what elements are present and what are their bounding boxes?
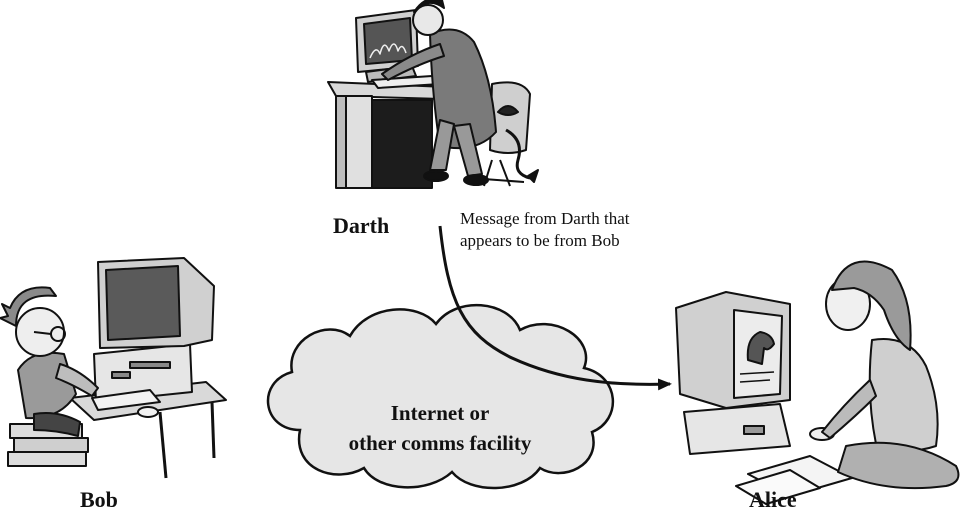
darth-chair — [489, 81, 531, 154]
alice-computer-base — [683, 403, 791, 455]
alice-body — [868, 338, 939, 452]
network-cloud — [266, 303, 615, 490]
alice-illustration — [675, 260, 960, 505]
bob-body — [17, 351, 77, 420]
darth-desk-front — [335, 95, 347, 189]
darth-label: Darth — [333, 213, 390, 238]
bob-keyboard — [91, 389, 161, 411]
darth-tail — [505, 128, 531, 180]
horse-icon — [746, 331, 775, 365]
network-label-line-2: other comms facility — [348, 431, 532, 455]
bob-mouse — [137, 406, 159, 418]
darth-head — [412, 4, 444, 36]
network-label: Internet or other comms facility — [330, 398, 550, 458]
darth-illustration — [327, 0, 539, 189]
bob-monitor-screen — [105, 265, 181, 341]
darth-cape — [429, 28, 497, 150]
forged-message-arrow — [438, 225, 672, 391]
bob-illustration — [0, 257, 227, 479]
network-label-line-1: Internet or — [390, 401, 490, 425]
alice-label: Alice — [749, 487, 797, 512]
bob-label: Bob — [80, 487, 118, 512]
alice-hair — [831, 260, 912, 351]
message-annotation: Message from Darth that appears to be fr… — [460, 209, 630, 250]
